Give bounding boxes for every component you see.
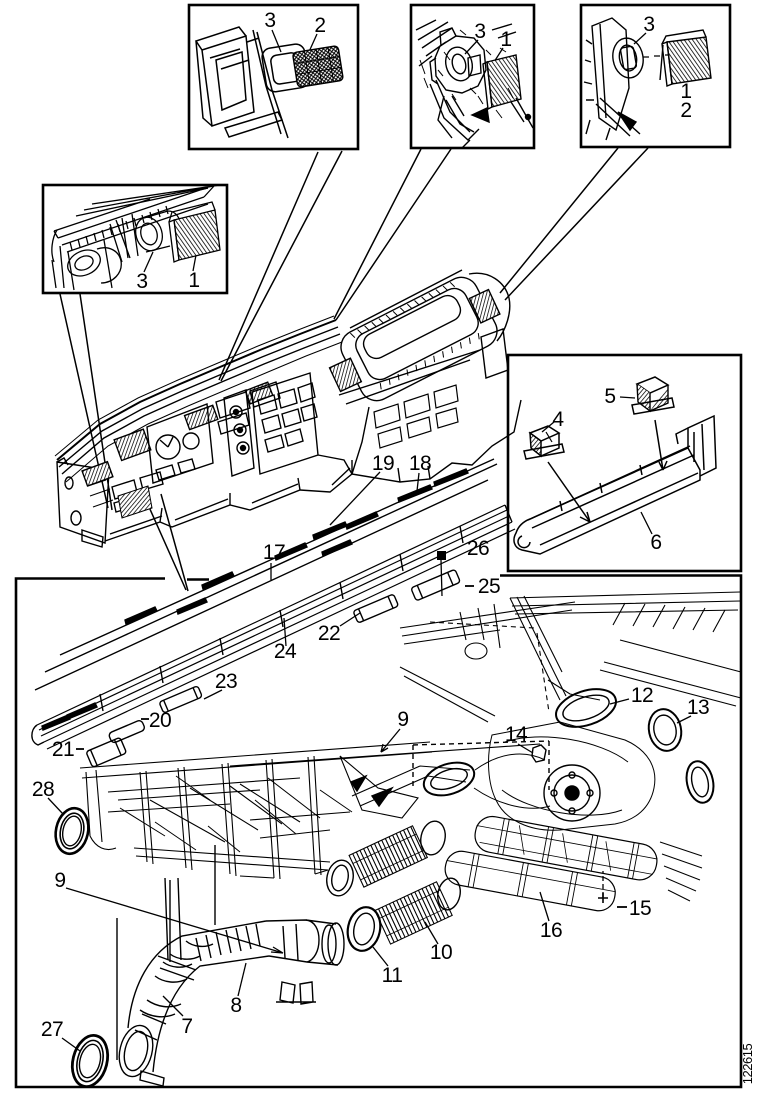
- svg-text:1: 1: [500, 28, 511, 51]
- svg-text:11: 11: [382, 964, 403, 987]
- svg-text:26: 26: [467, 537, 489, 560]
- svg-text:18: 18: [409, 452, 431, 475]
- svg-text:20: 20: [149, 709, 171, 732]
- svg-text:4: 4: [552, 408, 564, 431]
- svg-text:24: 24: [274, 640, 297, 663]
- svg-text:10: 10: [430, 941, 452, 964]
- svg-text:3: 3: [136, 270, 147, 293]
- svg-text:8: 8: [230, 994, 241, 1017]
- svg-text:9: 9: [54, 869, 65, 892]
- svg-text:22: 22: [318, 622, 340, 645]
- svg-text:3: 3: [264, 9, 275, 32]
- svg-text:25: 25: [478, 575, 500, 598]
- svg-text:6: 6: [650, 531, 661, 554]
- svg-text:1: 1: [680, 80, 691, 103]
- svg-text:2: 2: [314, 14, 325, 37]
- svg-text:5: 5: [604, 385, 615, 408]
- svg-text:1: 1: [188, 269, 199, 292]
- svg-text:23: 23: [215, 670, 237, 693]
- svg-text:15: 15: [629, 897, 651, 920]
- svg-text:2: 2: [680, 99, 691, 122]
- svg-text:122615: 122615: [740, 1044, 755, 1085]
- svg-text:7: 7: [181, 1015, 192, 1038]
- svg-text:9: 9: [397, 708, 408, 731]
- svg-text:19: 19: [372, 452, 394, 475]
- svg-text:13: 13: [687, 696, 709, 719]
- svg-text:12: 12: [631, 684, 653, 707]
- svg-text:27: 27: [41, 1018, 63, 1041]
- svg-text:16: 16: [540, 919, 562, 942]
- svg-text:28: 28: [32, 778, 54, 801]
- svg-text:3: 3: [643, 13, 654, 36]
- svg-text:3: 3: [474, 20, 485, 43]
